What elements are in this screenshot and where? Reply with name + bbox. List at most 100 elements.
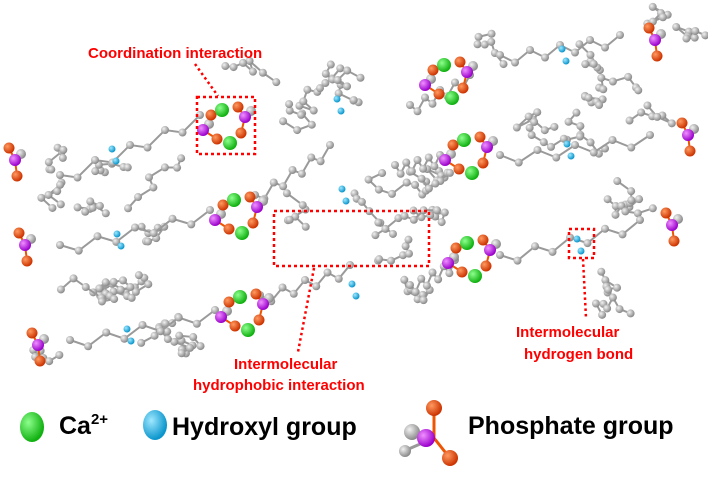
carbon-atom [120, 334, 129, 343]
carbon-atom [127, 293, 136, 302]
carbon-atom [409, 215, 418, 224]
calcium-ion [233, 290, 247, 304]
carbon-atom [431, 179, 440, 188]
carbon-atom [422, 281, 431, 290]
carbon-atom [150, 331, 159, 340]
calcium-ion [215, 103, 229, 117]
oxygen-atom [453, 163, 465, 175]
carbon-atom [124, 204, 133, 213]
carbon-atom [533, 146, 542, 154]
carbon-atom [421, 93, 429, 102]
carbon-atom [160, 163, 169, 172]
carbon-atom [634, 86, 643, 95]
carbon-atom [381, 224, 390, 233]
oxygen-atom [450, 242, 462, 254]
hydroxyl-atom [337, 107, 345, 115]
carbon-atom [45, 357, 54, 366]
carbon-atom [177, 154, 186, 163]
calcium-phosphate-ring [209, 191, 268, 240]
carbon-atom [282, 189, 291, 198]
carbon-atom [524, 112, 533, 121]
carbon-atom [168, 214, 177, 223]
hydrogen-bond-leader [581, 258, 588, 319]
carbon-atom [137, 338, 146, 347]
carbon-atom [648, 204, 657, 213]
carbon-atom [301, 276, 309, 284]
carbon-atom [189, 333, 198, 342]
carbon-atom [540, 126, 549, 135]
carbon-atom [599, 85, 608, 94]
carbon-atom [391, 161, 399, 169]
carbon-atom [101, 278, 110, 287]
carbon-atom [433, 206, 442, 215]
carbon-atom [297, 169, 306, 178]
calcium-ion [227, 193, 241, 207]
carbon-atom [364, 175, 373, 184]
hydrophobic-label-line1: Intermolecular [234, 356, 338, 373]
carbon-atom [91, 156, 99, 164]
phosphorus-atom [461, 66, 473, 78]
carbon-atom [175, 331, 184, 340]
carbon-atom [387, 189, 396, 198]
oxygen-atom [21, 255, 33, 267]
oxygen-atom [229, 320, 241, 332]
oxygen-atom [433, 88, 445, 100]
carbon-atom [601, 43, 609, 52]
carbon-atom [312, 282, 321, 291]
carbon-atom [633, 209, 642, 218]
carbon-atom [597, 267, 606, 276]
carbon-atom [298, 201, 307, 210]
carbon-atom [487, 37, 496, 46]
oxygen-atom [3, 142, 15, 154]
carbon-atom [272, 78, 281, 87]
oxygen-atom [457, 82, 469, 94]
carbon-atom [511, 58, 519, 67]
terminal-phosphate [643, 22, 666, 62]
carbon-atom [400, 211, 409, 220]
carbon-atom [625, 116, 634, 125]
carbon-atom [56, 180, 65, 189]
phosphorus-atom [419, 79, 431, 91]
carbon-atom [170, 337, 179, 346]
carbon-atom [627, 143, 636, 152]
carbon-atom [97, 297, 106, 306]
carbon-atom [109, 277, 118, 286]
carbon-atom [437, 218, 446, 227]
carbon-atom [144, 280, 153, 289]
carbon-atom [601, 224, 609, 233]
carbon-atom [527, 131, 536, 140]
carbon-atom [445, 269, 454, 278]
carbon-atom [326, 141, 334, 149]
phosphorus-atom [215, 311, 227, 323]
carbon-atom [144, 173, 153, 182]
hydroxyl-atom [562, 57, 570, 65]
carbon-atom [396, 169, 405, 178]
oxygen-atom [660, 207, 672, 219]
oxygen-atom [211, 133, 223, 145]
carbon-atom [496, 251, 504, 259]
carbon-atom [424, 184, 433, 193]
carbon-atom [278, 283, 287, 292]
carbon-atom [343, 82, 352, 91]
carbon-atom [88, 203, 97, 212]
carbon-atom [576, 122, 585, 131]
carbon-atom [597, 73, 606, 82]
terminal-phosphate [26, 327, 49, 367]
carbon-atom [411, 180, 420, 189]
phosphorus-atom [9, 154, 21, 166]
carbon-atom [95, 284, 104, 293]
carbon-atom [572, 108, 581, 117]
carbon-atom [118, 276, 127, 285]
carbon-atom [499, 60, 508, 69]
carbon-atom [173, 163, 182, 172]
carbon-atom [365, 207, 374, 216]
carbon-atom [316, 157, 325, 166]
carbon-atom [326, 60, 335, 69]
carbon-atom [357, 197, 366, 206]
hydrogen-bond-box [567, 227, 596, 260]
carbon-atom [487, 29, 496, 38]
carbon-atom [626, 309, 635, 318]
carbon-atom [512, 123, 521, 132]
carbon-atom [303, 85, 312, 94]
